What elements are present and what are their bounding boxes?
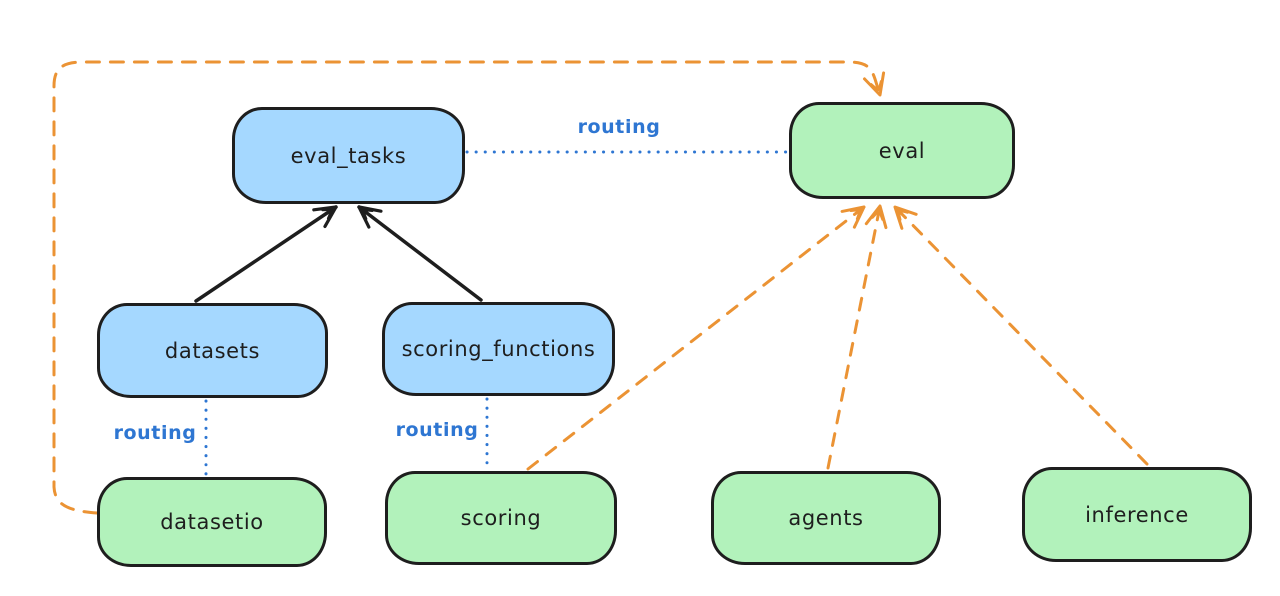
routing-label-eval-tasks-eval: routing	[577, 116, 661, 138]
node-eval-tasks: eval_tasks	[232, 107, 465, 204]
edge-scoring-to-eval	[526, 205, 866, 471]
edge-datasets-to-eval-tasks	[194, 205, 338, 303]
node-inference: inference	[1022, 467, 1252, 562]
edge-agents-to-eval	[826, 204, 888, 470]
node-eval: eval	[789, 102, 1015, 199]
edge-datasetio-to-eval	[52, 60, 886, 515]
node-datasets: datasets	[97, 303, 328, 398]
node-agents-label: agents	[788, 506, 864, 530]
routing-label-datasets-datasetio: routing	[113, 422, 197, 444]
node-scoring-functions: scoring_functions	[382, 302, 615, 396]
node-datasetio: datasetio	[97, 477, 327, 567]
node-inference-label: inference	[1085, 502, 1189, 527]
node-eval-tasks-label: eval_tasks	[290, 143, 407, 168]
edge-inference-to-eval	[893, 205, 1149, 466]
node-agents: agents	[711, 471, 941, 565]
node-datasets-label: datasets	[164, 338, 261, 363]
node-scoring-functions-label: scoring_functions	[401, 337, 596, 361]
routing-label-scoring-functions-scoring: routing	[395, 419, 479, 441]
node-eval-label: eval	[878, 138, 926, 163]
edge-scoring-functions-to-eval-tasks	[357, 205, 483, 302]
node-scoring: scoring	[385, 471, 617, 565]
node-scoring-label: scoring	[460, 506, 542, 530]
node-datasetio-label: datasetio	[160, 510, 264, 534]
